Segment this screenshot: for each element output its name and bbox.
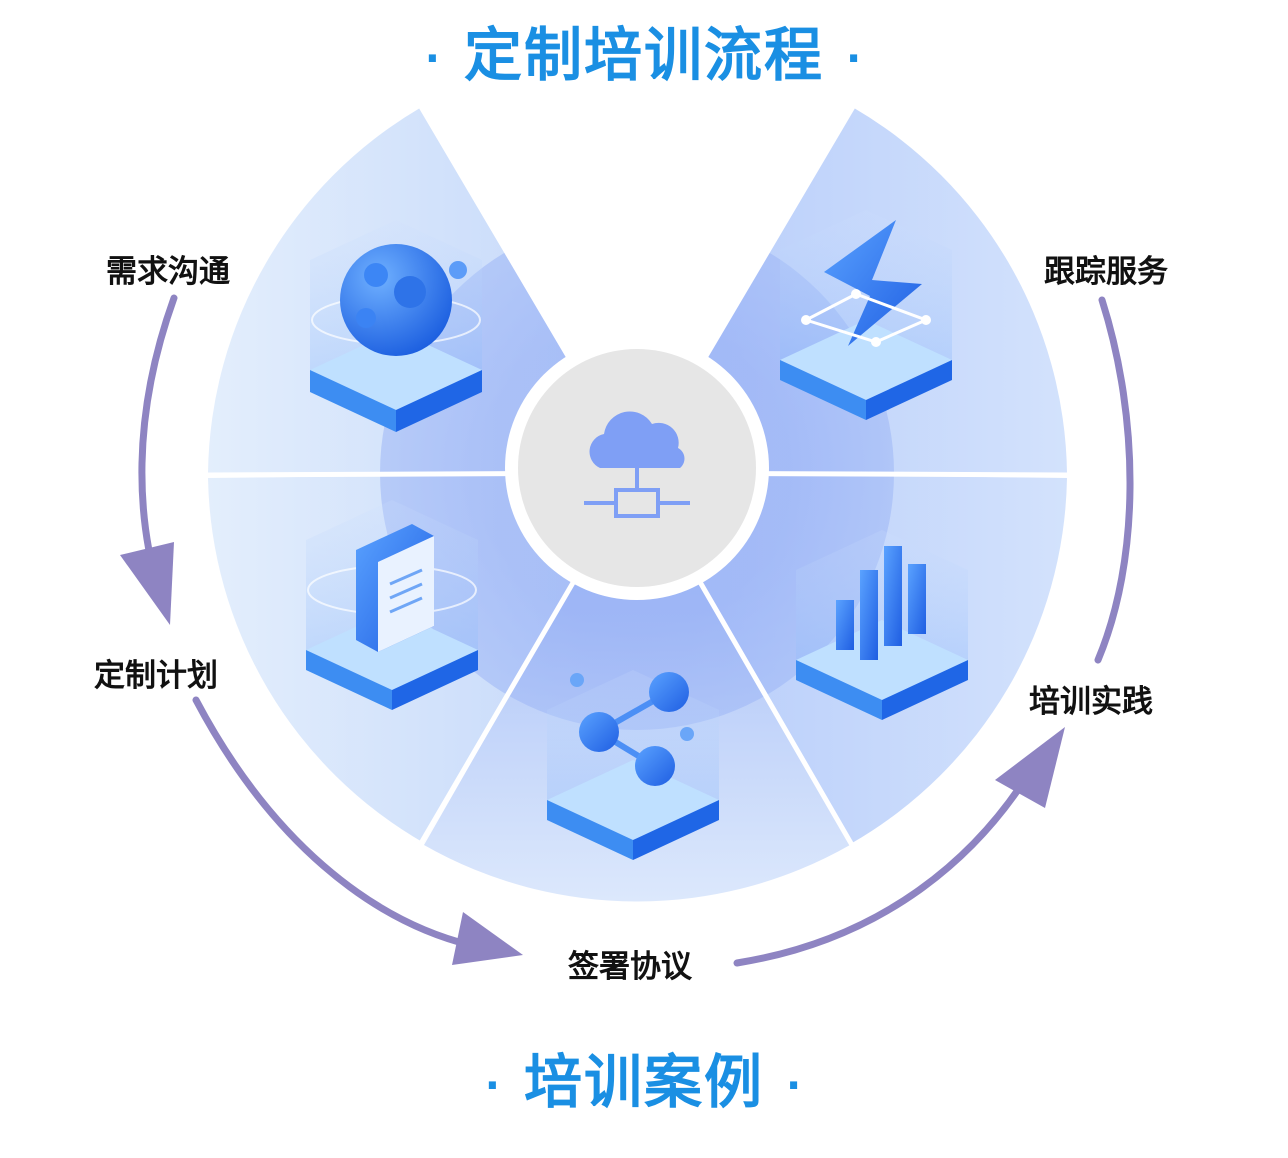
arrow-4: [1094, 296, 1134, 664]
bar-chart-icon: [796, 530, 968, 720]
molecule-icon: [547, 670, 719, 860]
arrowhead-2: [452, 912, 523, 965]
cloud-network-icon: [584, 411, 690, 518]
arrowhead-3: [995, 727, 1065, 808]
step-2-label: 定制计划: [94, 658, 218, 694]
arrow-3: [733, 750, 1044, 967]
step-5-label: 跟踪服务: [1044, 254, 1168, 290]
lightning-icon: [780, 210, 952, 420]
top-gap: [420, 100, 854, 473]
arrowhead-1: [120, 542, 174, 625]
planet-icon: [310, 220, 482, 432]
step-3-label: 签署协议: [568, 949, 692, 985]
arrow-2: [192, 696, 475, 949]
step-1-label: 需求沟通: [106, 254, 230, 290]
step-4-label: 培训实践: [1029, 684, 1153, 720]
subtitle-text: 培训案例: [523, 1048, 764, 1116]
title-text: 定制培训流程: [463, 21, 824, 89]
flow-arrows: [138, 294, 1134, 967]
document-icon: [306, 500, 478, 710]
page-title: ·定制培训流程·: [424, 21, 864, 89]
subtitle: ·培训案例·: [484, 1048, 804, 1116]
